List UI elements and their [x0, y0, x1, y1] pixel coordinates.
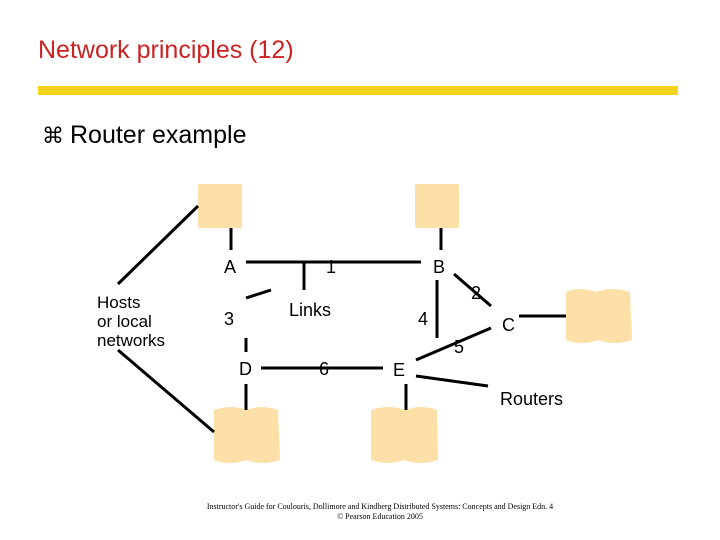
- host-network-right: [566, 289, 632, 343]
- host-network-bottom-mid: [371, 407, 438, 463]
- host-networks: [198, 184, 632, 463]
- link-3: [245, 288, 272, 300]
- host-network-top-right: [415, 184, 459, 228]
- link-lines: [116, 204, 566, 434]
- hosts-pointer-upper: [116, 204, 200, 286]
- hosts-caption-line-3: networks: [97, 331, 166, 350]
- router-b-label: B: [433, 257, 446, 277]
- footer: Instructor's Guide for Coulouris, Dollim…: [0, 502, 720, 522]
- footer-line-2: © Pearson Education 2005: [337, 512, 423, 521]
- routers-caption: Routers: [500, 389, 564, 409]
- link-5: [415, 326, 492, 362]
- host-network-top-left: [198, 184, 242, 228]
- hosts-pointer-lower: [117, 348, 215, 434]
- title-underline: [38, 86, 678, 95]
- hosts-caption-line-2: or local: [97, 312, 152, 331]
- link-6-label: 6: [319, 359, 330, 379]
- hosts-caption-line-1: Hosts: [97, 293, 141, 312]
- link-1-label: 1: [326, 257, 337, 277]
- link-3-label: 3: [224, 309, 235, 329]
- footer-line-1: Instructor's Guide for Coulouris, Dollim…: [206, 502, 554, 511]
- router-d-label: D: [239, 359, 252, 379]
- bullet-line: ⌘Router example: [42, 121, 246, 150]
- link-5-label: 5: [454, 337, 465, 357]
- router-a-label: A: [224, 257, 237, 277]
- router-e-label: E: [393, 360, 406, 380]
- bullet-icon: ⌘: [42, 124, 64, 149]
- bullet-text: Router example: [70, 121, 247, 149]
- link-2-label: 2: [471, 283, 482, 303]
- router-c-label: C: [502, 315, 515, 335]
- link-2: [453, 272, 492, 308]
- links-caption: Links: [289, 300, 332, 320]
- slide-title: Network principles (12): [38, 36, 294, 64]
- hosts-caption: Hosts or local networks: [97, 293, 165, 350]
- link-e-routers: [415, 374, 489, 388]
- host-network-bottom-left: [214, 407, 280, 463]
- link-4-label: 4: [418, 309, 429, 329]
